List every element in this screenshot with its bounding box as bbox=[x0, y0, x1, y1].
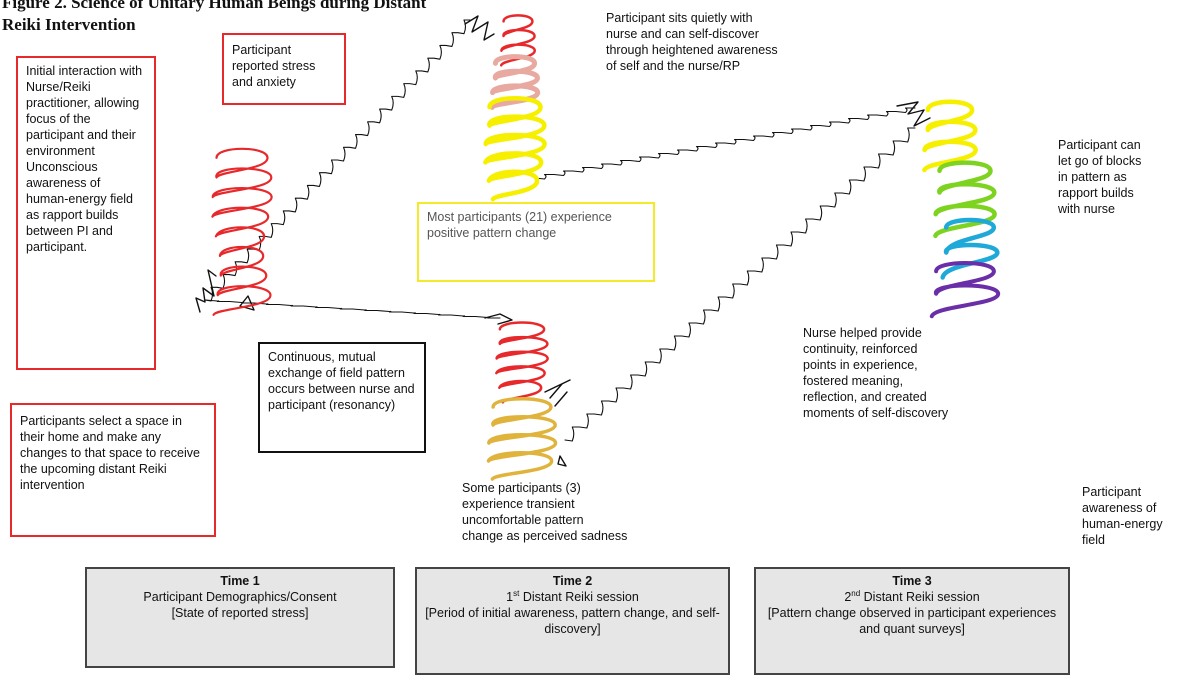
time-3-title: Time 3 bbox=[892, 574, 932, 588]
time-3-sup: nd bbox=[851, 588, 861, 598]
time-3-line2: [Pattern change observed in participant … bbox=[767, 606, 1057, 636]
junction-mark bbox=[239, 295, 255, 311]
figure-title: Figure 2. Science of Unitary Human Being… bbox=[2, 0, 427, 34]
time-2-sup: st bbox=[513, 588, 520, 598]
spiral-right-green bbox=[933, 160, 997, 239]
time-2-ordinal: 1 bbox=[506, 590, 514, 604]
time-3-session-text: Distant Reiki session bbox=[860, 590, 980, 604]
spiral-top-pink bbox=[489, 54, 541, 110]
junction-mark bbox=[484, 313, 513, 325]
reported-stress-box: Participant reported stress and anxiety bbox=[222, 33, 346, 105]
junction-mark bbox=[557, 455, 567, 467]
some-participants-note: Some participants (3) experience transie… bbox=[462, 481, 628, 543]
time-3-ordinal: 2 bbox=[844, 590, 852, 604]
spiral-right-yellow bbox=[922, 99, 978, 173]
awareness-note: Participant awareness of human-energy fi… bbox=[1082, 485, 1163, 547]
time-2-title: Time 2 bbox=[552, 574, 593, 588]
participants-select-box: Participants select a space in their hom… bbox=[10, 403, 216, 537]
continuous-exchange-box: Continuous, mutual exchange of field pat… bbox=[258, 342, 426, 453]
connector-path bbox=[534, 107, 916, 180]
spiral-time1-red bbox=[211, 147, 273, 316]
time-1-line1: Participant Demographics/Consent bbox=[143, 590, 337, 604]
junction-mark bbox=[195, 269, 217, 313]
connector-path bbox=[204, 19, 471, 302]
time-1-line2: [State of reported stress] bbox=[171, 606, 309, 620]
connector-path bbox=[564, 127, 916, 442]
spiral-bottom-gold bbox=[486, 397, 558, 481]
spiral-top-red bbox=[499, 14, 537, 67]
junction-mark bbox=[464, 15, 495, 41]
connector-paths bbox=[195, 15, 931, 467]
spiral-bottom-red bbox=[495, 321, 549, 404]
spiral-right-purple bbox=[929, 261, 1001, 319]
time-3-box: Time 3 2nd Distant Reiki session [Patter… bbox=[754, 567, 1070, 675]
time-2-session: 1st Distant Reiki session bbox=[425, 589, 720, 605]
junction-mark bbox=[544, 379, 571, 407]
sits-quietly-note: Participant sits quietly with nurse and … bbox=[606, 11, 778, 73]
time-3-session: 2nd Distant Reiki session bbox=[764, 589, 1060, 605]
spiral-right-teal bbox=[940, 217, 1000, 280]
time-1-title: Time 1 bbox=[220, 574, 260, 588]
nurse-helped-note: Nurse helped provide continuity, reinfor… bbox=[803, 326, 949, 420]
time-2-box: Time 2 1st Distant Reiki session [Period… bbox=[415, 567, 730, 675]
let-go-note: Participant can let go of blocks in patt… bbox=[1058, 138, 1142, 216]
time-2-line2: [Period of initial awareness, pattern ch… bbox=[425, 606, 720, 636]
time-1-box: Time 1 Participant Demographics/Consent … bbox=[85, 567, 395, 668]
connector-path bbox=[204, 299, 501, 319]
initial-interaction-box: Initial interaction with Nurse/Reiki pra… bbox=[16, 56, 156, 370]
time-2-session-text: Distant Reiki session bbox=[519, 590, 639, 604]
spiral-top-yellow bbox=[483, 96, 547, 202]
spiral-group bbox=[211, 14, 1001, 481]
junction-mark bbox=[896, 101, 931, 127]
most-participants-box: Most participants (21) experience positi… bbox=[417, 202, 655, 282]
